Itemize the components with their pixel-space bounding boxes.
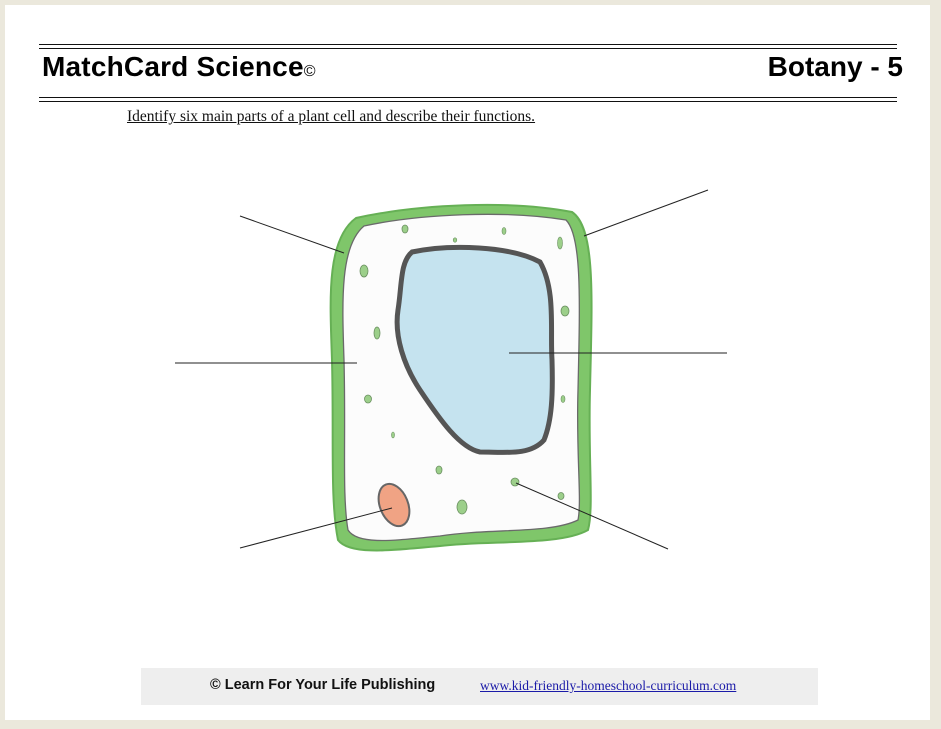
worksheet-id: Botany - 5 bbox=[767, 51, 903, 82]
organelle bbox=[557, 236, 563, 250]
nucleus bbox=[377, 482, 411, 528]
organelle bbox=[364, 394, 372, 404]
organelle bbox=[501, 227, 507, 235]
organelle bbox=[391, 431, 395, 439]
organelle bbox=[510, 477, 520, 487]
instructions-text: Identify six main parts of a plant cell … bbox=[127, 108, 536, 125]
publisher-text: © Learn For Your Life Publishing bbox=[210, 677, 436, 693]
organelles bbox=[359, 224, 570, 515]
organelle bbox=[456, 499, 468, 515]
header-rule-top bbox=[39, 44, 897, 45]
label-line-top-right bbox=[583, 189, 709, 237]
organelle bbox=[452, 237, 458, 243]
vacuole bbox=[394, 244, 555, 455]
organelle bbox=[401, 224, 409, 234]
organelle bbox=[435, 465, 443, 475]
label-lines bbox=[175, 189, 727, 550]
organelle bbox=[359, 264, 369, 278]
header-rule-bottom-inner bbox=[39, 101, 897, 102]
footer-bar: © Learn For Your Life Publishing www.kid… bbox=[141, 668, 818, 705]
header-rule-bottom bbox=[39, 97, 897, 98]
organelle bbox=[560, 305, 570, 317]
organelle bbox=[560, 395, 566, 403]
header-rule-top-inner bbox=[39, 48, 897, 49]
organelle bbox=[557, 492, 565, 500]
label-line-bottom-left bbox=[239, 507, 393, 549]
worksheet-title: MatchCard Science© bbox=[42, 51, 316, 82]
organelle bbox=[373, 326, 381, 340]
label-line-bottom-right bbox=[515, 482, 669, 550]
website-link[interactable]: www.kid-friendly-homeschool-curriculum.c… bbox=[480, 678, 737, 693]
copyright-symbol: © bbox=[303, 63, 316, 80]
label-line-top-left bbox=[239, 215, 345, 254]
